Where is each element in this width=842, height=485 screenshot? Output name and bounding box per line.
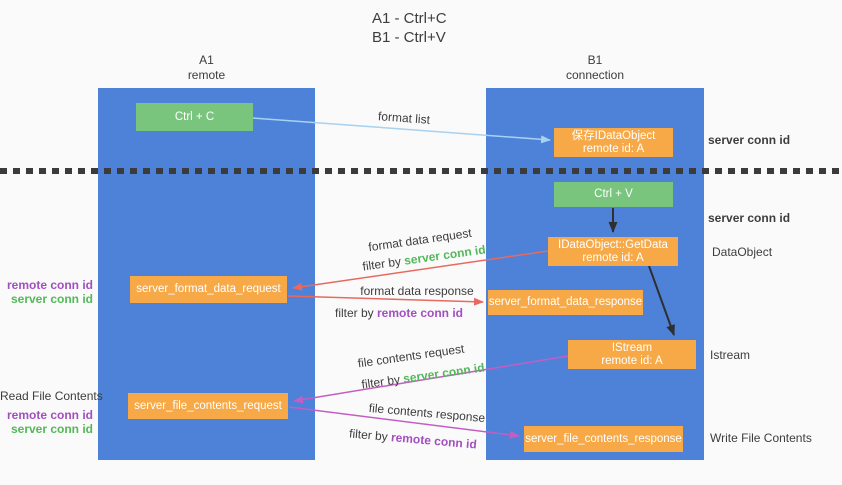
istream-line1: IStream [611, 341, 653, 354]
lane-a1-role: remote [187, 68, 226, 82]
server-format-data-response-node: server_format_data_response [488, 290, 643, 315]
lane-header-b1: B1 connection [486, 53, 704, 83]
remote-conn-id-text: remote conn id [377, 306, 464, 320]
format-data-request-arrow [292, 250, 549, 291]
save-idataobject-node: 保存IDataObject remote id: A [554, 128, 673, 157]
server-format-data-request-label: server_format_data_request [136, 283, 281, 295]
lane-a1-name: A1 [199, 53, 214, 67]
filter-by-prefix: filter by [334, 306, 377, 320]
read-file-contents-annotation: Read File Contents [0, 389, 103, 403]
write-file-contents-annotation: Write File Contents [710, 431, 812, 445]
lane-header-a1: A1 remote [98, 53, 315, 83]
lane-b1-name: B1 [587, 53, 603, 67]
format-list-arrow [252, 117, 551, 144]
format-conn-id-annotations: remote conn id server conn id [0, 278, 93, 306]
server-file-contents-request-label: server_file_contents_request [134, 399, 282, 412]
session-separator-line [0, 168, 842, 174]
ctrl-c-label: Ctrl + C [174, 110, 215, 123]
format-data-response-label: format data response [360, 284, 474, 298]
ctrl-v-label: Ctrl + V [594, 188, 633, 200]
getdata-line2: remote id: A [582, 251, 644, 264]
file-contents-request-arrow [293, 355, 569, 404]
server-conn-id-annotation-mid: server conn id [708, 211, 791, 225]
save-idataobject-line2: remote id: A [582, 142, 645, 155]
remote-conn-id-annotation-1: remote conn id [6, 278, 93, 292]
remote-conn-id-annotation-2: remote conn id [6, 408, 93, 422]
title-line-1: A1 - Ctrl+C [372, 10, 447, 27]
server-format-data-request-node: server_format_data_request [130, 276, 287, 303]
file-contents-response-arrow [288, 406, 520, 439]
server-conn-id-annotation-1: server conn id [10, 292, 93, 306]
server-conn-id-annotation-top: server conn id [708, 133, 791, 147]
getdata-to-istream-arrow [648, 265, 675, 336]
server-file-contents-response-label: server_file_contents_response [525, 432, 682, 445]
istream-line2: remote id: A [601, 354, 663, 367]
istream-annotation: Istream [710, 348, 751, 362]
dataobject-annotation: DataObject [712, 245, 773, 259]
lane-b1-role: connection [565, 68, 625, 82]
idataobject-getdata-node: IDataObject::GetData remote id: A [548, 237, 678, 266]
filter-by-remote-conn-id-label-1: filter by remote conn id [335, 306, 463, 320]
istream-node: IStream remote id: A [568, 340, 696, 369]
save-idataobject-line1: 保存IDataObject [571, 129, 656, 142]
server-conn-id-annotation-2: server conn id [10, 422, 93, 436]
file-conn-id-annotations: remote conn id server conn id [0, 408, 93, 436]
diagram-title: A1 - Ctrl+C B1 - Ctrl+V [372, 9, 447, 47]
server-format-data-response-label: server_format_data_response [488, 296, 643, 308]
server-file-contents-request-node: server_file_contents_request [128, 393, 288, 419]
ctrl-c-node: Ctrl + C [136, 103, 253, 131]
getdata-line1: IDataObject::GetData [558, 238, 668, 251]
format-data-response-arrow [287, 295, 484, 306]
ctrl-v-node: Ctrl + V [554, 182, 673, 207]
title-line-2: B1 - Ctrl+V [372, 29, 446, 46]
server-file-contents-response-node: server_file_contents_response [524, 426, 683, 452]
